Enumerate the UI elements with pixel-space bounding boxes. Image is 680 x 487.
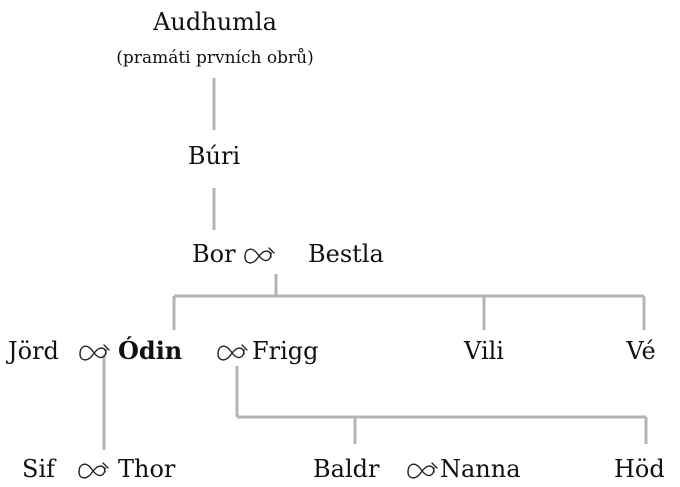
person-frigg: Frigg bbox=[252, 337, 319, 365]
person-baldr: Baldr bbox=[313, 455, 380, 483]
person-thor: Thor bbox=[118, 455, 176, 483]
person-odin: Ódin bbox=[118, 336, 182, 365]
audhumla-note: (pramáti prvních obrů) bbox=[116, 48, 313, 68]
person-sif: Sif bbox=[22, 455, 57, 483]
connector-lines bbox=[102, 78, 648, 450]
marriage-tie-icon bbox=[217, 344, 248, 361]
person-nanna: Nanna bbox=[440, 455, 521, 483]
person-vili: Vili bbox=[463, 337, 504, 365]
person-bor: Bor bbox=[192, 240, 236, 268]
person-hod: Höd bbox=[614, 455, 665, 483]
marriage-tie-icon bbox=[78, 462, 109, 479]
person-bestla: Bestla bbox=[308, 240, 384, 268]
marriage-tie-icon bbox=[244, 247, 275, 264]
person-buri: Búri bbox=[188, 142, 241, 170]
marriage-tie-icon bbox=[407, 462, 438, 479]
person-ve: Vé bbox=[625, 337, 655, 365]
person-audhumla: Audhumla bbox=[152, 8, 277, 36]
person-jord: Jörd bbox=[5, 337, 59, 365]
